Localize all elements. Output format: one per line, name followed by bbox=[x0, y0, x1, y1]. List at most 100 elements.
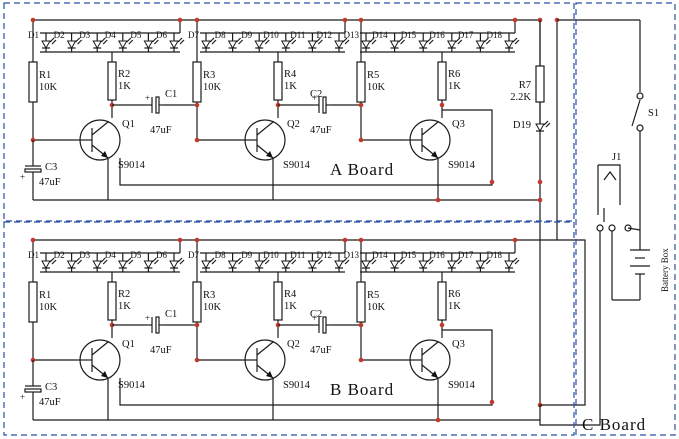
junction-dot bbox=[177, 237, 183, 243]
led-ray bbox=[75, 257, 81, 263]
cap-polarity: + bbox=[145, 93, 150, 103]
resistor-r4 bbox=[273, 281, 283, 321]
wire bbox=[598, 164, 621, 205]
junction-dot bbox=[489, 179, 495, 185]
capacitor-c2: + bbox=[312, 93, 332, 114]
transistor-collector bbox=[91, 121, 109, 136]
capacitor-c1: + bbox=[145, 93, 165, 114]
switch-contact bbox=[636, 92, 644, 100]
cap-polarity: + bbox=[145, 313, 150, 323]
led-ray bbox=[49, 257, 55, 263]
transistor-part: S9014 bbox=[283, 380, 311, 391]
board-label: B Board bbox=[330, 380, 394, 399]
led-ray bbox=[177, 257, 183, 263]
led-triangle bbox=[227, 260, 238, 270]
transistor-q2 bbox=[241, 339, 286, 381]
transistor-q2 bbox=[241, 119, 286, 161]
led-triangle bbox=[446, 260, 457, 270]
led-label: D2 bbox=[54, 30, 65, 40]
led-label: D3 bbox=[79, 250, 90, 260]
led-16 bbox=[446, 37, 463, 50]
cap-ref: C2 bbox=[310, 89, 322, 100]
junction-dot bbox=[439, 322, 445, 328]
junction-dot bbox=[358, 17, 364, 23]
cap-polarity: + bbox=[312, 93, 317, 103]
junction-dot bbox=[358, 357, 364, 363]
led-ray bbox=[151, 37, 157, 43]
wire bbox=[540, 239, 586, 406]
led-triangle bbox=[41, 40, 51, 50]
led-label: D10 bbox=[263, 250, 279, 260]
resistor-ref: R4 bbox=[284, 289, 297, 300]
led-triangle bbox=[92, 260, 103, 270]
cap-value: 47uF bbox=[39, 177, 61, 188]
led-ray bbox=[102, 39, 108, 45]
transistor-ref: Q3 bbox=[452, 119, 465, 130]
resistor-value: 1K bbox=[448, 301, 461, 312]
resistor-ref: R5 bbox=[367, 70, 379, 81]
capacitor-c3: + bbox=[20, 385, 42, 402]
wire bbox=[627, 227, 641, 231]
led-label: D3 bbox=[79, 30, 90, 40]
led-17 bbox=[475, 37, 491, 50]
led-ray bbox=[398, 257, 404, 263]
cap-polarity: + bbox=[20, 172, 25, 182]
b-board-outline bbox=[3, 221, 575, 436]
led-label: D4 bbox=[105, 250, 116, 260]
resistor-ref: R1 bbox=[39, 70, 51, 81]
led-label: D18 bbox=[487, 250, 503, 260]
transistor-arrow bbox=[101, 151, 108, 158]
junction-dot bbox=[435, 417, 441, 423]
led-ray bbox=[512, 257, 518, 263]
transistor-collector bbox=[91, 341, 109, 356]
led-label: D11 bbox=[290, 30, 305, 40]
led-ray bbox=[211, 259, 217, 265]
led-ray bbox=[457, 259, 463, 265]
led-ray bbox=[211, 39, 217, 45]
led-triangle bbox=[201, 260, 211, 270]
led-ray bbox=[77, 259, 83, 265]
cap-plate bbox=[24, 388, 42, 393]
led-ray bbox=[291, 259, 297, 265]
resistor-r4 bbox=[273, 61, 283, 101]
led-triangle bbox=[143, 260, 154, 270]
led-14 bbox=[389, 37, 406, 50]
cap-plate bbox=[322, 96, 327, 114]
led-ray bbox=[342, 37, 348, 43]
led-label: D7 bbox=[188, 30, 199, 40]
c-board-outline bbox=[575, 2, 676, 436]
transistor-q3 bbox=[406, 119, 451, 161]
led-ray bbox=[262, 37, 268, 43]
led-ray bbox=[151, 257, 157, 263]
led-ray bbox=[428, 39, 434, 45]
led-ray bbox=[369, 257, 375, 263]
led-triangle bbox=[504, 40, 514, 50]
led-triangle bbox=[66, 40, 77, 50]
led-ray bbox=[209, 37, 215, 43]
led-triangle bbox=[169, 40, 179, 50]
resistor-value: 10K bbox=[367, 302, 386, 313]
cap-ref: C3 bbox=[45, 162, 57, 173]
junction-dot bbox=[194, 17, 200, 23]
junction-dot bbox=[177, 17, 183, 23]
cap-polarity: + bbox=[20, 392, 25, 402]
led-label: D6 bbox=[156, 250, 167, 260]
led-triangle bbox=[418, 260, 429, 270]
led-ray bbox=[100, 257, 106, 263]
resistor-value: 10K bbox=[39, 302, 58, 313]
led-ray bbox=[545, 122, 551, 128]
led-label: D12 bbox=[317, 250, 333, 260]
led-ray bbox=[400, 259, 406, 265]
c-board-label: C Board bbox=[582, 415, 646, 434]
led-ray bbox=[400, 39, 406, 45]
resistor-ref: R3 bbox=[203, 290, 215, 301]
led-label: D13 bbox=[344, 30, 360, 40]
led-label: D4 bbox=[105, 30, 116, 40]
led-ray bbox=[153, 39, 159, 45]
led-6 bbox=[169, 257, 185, 270]
transistor-arrow bbox=[266, 371, 273, 378]
led-label: D10 bbox=[263, 30, 279, 40]
junction-dot bbox=[358, 322, 364, 328]
transistor-ref: Q1 bbox=[122, 339, 135, 350]
